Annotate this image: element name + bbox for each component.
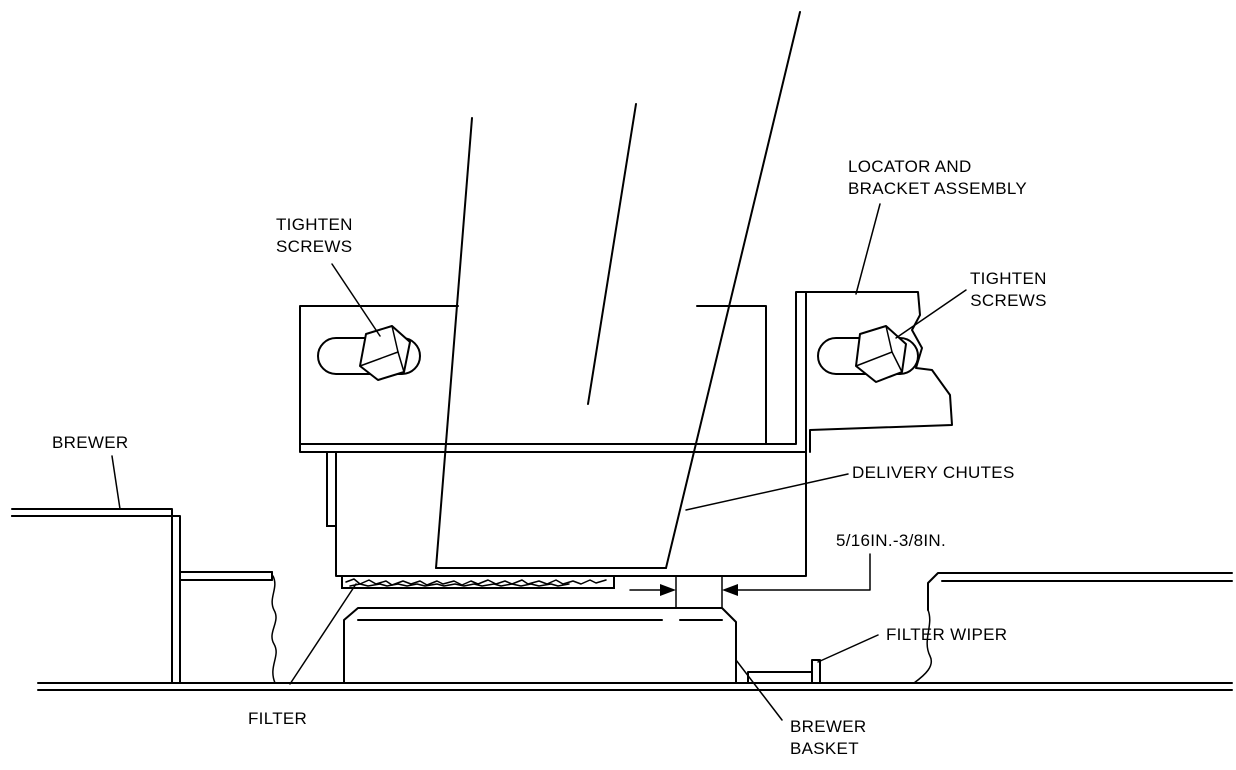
delivery-chutes-label: DELIVERY CHUTES	[852, 463, 1015, 482]
tighten-screws-right-label: TIGHTEN SCREWS	[970, 268, 1047, 312]
tighten-screws-left-label: TIGHTEN SCREWS	[276, 214, 353, 258]
tighten-left-line2: SCREWS	[276, 237, 353, 256]
locator-bracket-label: LOCATOR AND BRACKET ASSEMBLY	[848, 156, 1027, 200]
brewer-housing	[11, 508, 277, 684]
locator-bracket-right	[805, 291, 953, 453]
tighten-right-line2: SCREWS	[970, 291, 1047, 310]
filter-wiper-label: FILTER WIPER	[886, 625, 1008, 644]
gap-dimension-label: 5/16IN.-3/8IN.	[836, 531, 947, 550]
filter-wiper	[747, 659, 821, 684]
brewer-basket-label: BREWER BASKET	[790, 716, 866, 760]
brewer-basket	[343, 607, 737, 684]
filter-paper	[341, 575, 615, 589]
tighten-right-line1: TIGHTEN	[970, 269, 1047, 288]
leader-lines	[111, 203, 967, 721]
screw-right	[817, 325, 919, 383]
right-housing	[913, 572, 1233, 684]
brewer-basket-line1: BREWER	[790, 717, 867, 736]
locator-label-line1: LOCATOR AND	[848, 157, 972, 176]
brewer-basket-line2: BASKET	[790, 739, 859, 758]
gap-dimension	[629, 553, 871, 609]
bracket-plate-left	[299, 305, 767, 445]
base-plate	[37, 682, 1233, 691]
delivery-chutes	[435, 11, 801, 569]
chute-box	[326, 451, 807, 577]
locator-label-line2: BRACKET ASSEMBLY	[848, 179, 1027, 198]
tighten-left-line1: TIGHTEN	[276, 215, 353, 234]
screw-left	[317, 325, 421, 381]
brewer-label: BREWER	[52, 433, 129, 452]
filter-label: FILTER	[248, 709, 308, 728]
